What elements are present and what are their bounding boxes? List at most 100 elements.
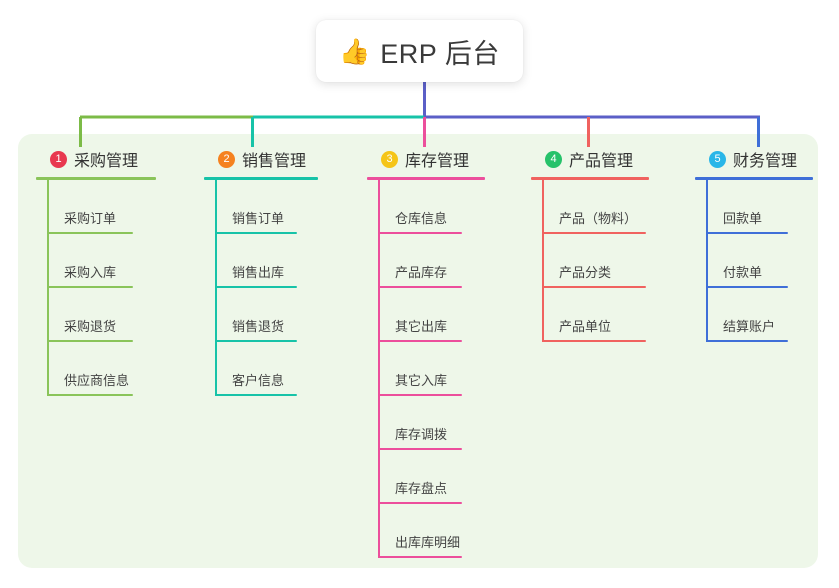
branch-header-rule-5 <box>695 177 813 180</box>
branch-title-2: 销售管理 <box>242 153 307 170</box>
leaf-item-rule <box>542 232 646 234</box>
branch-badge-5: 5 <box>709 150 726 168</box>
leaf-item-label: 出库库明细 <box>395 535 461 550</box>
leaf-item-rule <box>378 394 462 396</box>
leaf-item[interactable]: 客户信息 <box>204 342 318 396</box>
leaf-item-label: 销售退货 <box>232 319 285 334</box>
leaf-item-rule <box>215 232 297 234</box>
branch-children-5: 回款单付款单结算账户 <box>695 180 813 342</box>
leaf-item[interactable]: 其它出库 <box>367 288 485 342</box>
branch-column-4[interactable]: 4 产品管理产品（物料） 产品分类产品单位 <box>531 146 649 342</box>
leaf-item-rule <box>542 286 646 288</box>
leaf-item[interactable]: 销售订单 <box>204 180 318 234</box>
leaf-item-label: 其它入库 <box>395 373 448 388</box>
leaf-item-label: 销售出库 <box>232 265 285 280</box>
leaf-item[interactable]: 产品单位 <box>531 288 649 342</box>
leaf-item-rule <box>706 340 788 342</box>
leaf-item-label: 采购退货 <box>64 319 117 334</box>
leaf-item-label: 客户信息 <box>232 373 285 388</box>
leaf-item[interactable]: 采购入库 <box>36 234 156 288</box>
branch-spine-5 <box>706 180 708 342</box>
leaf-item[interactable]: 仓库信息 <box>367 180 485 234</box>
leaf-item-rule <box>47 394 133 396</box>
leaf-item-rule <box>378 340 462 342</box>
branch-column-5[interactable]: 5 财务管理回款单付款单结算账户 <box>695 146 813 342</box>
branch-header-5[interactable]: 5 财务管理 <box>695 146 813 172</box>
branch-children-4: 产品（物料） 产品分类产品单位 <box>531 180 649 342</box>
leaf-item-rule <box>378 502 462 504</box>
branch-header-rule-3 <box>367 177 485 180</box>
branch-children-1: 采购订单采购入库采购退货供应商信息 <box>36 180 156 396</box>
leaf-item[interactable]: 库存盘点 <box>367 450 485 504</box>
leaf-item[interactable]: 出库库明细 <box>367 504 485 558</box>
branch-title-4: 产品管理 <box>569 153 634 170</box>
branch-title-1: 采购管理 <box>74 153 139 170</box>
leaf-item-label: 采购入库 <box>64 265 117 280</box>
leaf-item[interactable]: 销售出库 <box>204 234 318 288</box>
branch-badge-1: 1 <box>50 150 67 168</box>
leaf-item-label: 供应商信息 <box>64 373 130 388</box>
leaf-item-label: 库存调拨 <box>395 427 448 442</box>
leaf-item-label: 产品库存 <box>395 265 448 280</box>
branch-spine-4 <box>542 180 544 342</box>
branch-title-5: 财务管理 <box>733 153 798 170</box>
branch-column-3[interactable]: 3 库存管理仓库信息产品库存其它出库其它入库库存调拨库存盘点出库库明细 <box>367 146 485 558</box>
root-node-title: ERP 后台 <box>380 38 500 69</box>
leaf-item[interactable]: 供应商信息 <box>36 342 156 396</box>
leaf-item-label: 采购订单 <box>64 211 117 226</box>
branch-header-4[interactable]: 4 产品管理 <box>531 146 649 172</box>
leaf-item-label: 仓库信息 <box>395 211 448 226</box>
branch-header-3[interactable]: 3 库存管理 <box>367 146 485 172</box>
branch-column-2[interactable]: 2 销售管理销售订单销售出库销售退货客户信息 <box>204 146 318 396</box>
branch-title-3: 库存管理 <box>405 153 470 170</box>
leaf-item-rule <box>47 232 133 234</box>
leaf-item[interactable]: 结算账户 <box>695 288 813 342</box>
leaf-item-label: 结算账户 <box>723 319 776 334</box>
branch-header-2[interactable]: 2 销售管理 <box>204 146 318 172</box>
root-node-content: 👍 ERP 后台 <box>339 32 500 71</box>
leaf-item[interactable]: 产品分类 <box>531 234 649 288</box>
branch-column-1[interactable]: 1 采购管理采购订单采购入库采购退货供应商信息 <box>36 146 156 396</box>
branch-header-rule-4 <box>531 177 649 180</box>
leaf-item-rule <box>378 556 462 558</box>
leaf-item[interactable]: 产品（物料） <box>531 180 649 234</box>
branch-badge-2: 2 <box>218 150 235 168</box>
branch-badge-4: 4 <box>545 150 562 168</box>
leaf-item[interactable]: 回款单 <box>695 180 813 234</box>
branch-spine-1 <box>47 180 49 396</box>
leaf-item[interactable]: 采购订单 <box>36 180 156 234</box>
leaf-item[interactable]: 产品库存 <box>367 234 485 288</box>
branch-badge-3: 3 <box>381 150 398 168</box>
branch-spine-2 <box>215 180 217 396</box>
leaf-item-rule <box>706 286 788 288</box>
leaf-item-rule <box>542 340 646 342</box>
leaf-item-rule <box>47 286 133 288</box>
leaf-item-rule <box>378 448 462 450</box>
branch-spine-3 <box>378 180 380 558</box>
leaf-item[interactable]: 付款单 <box>695 234 813 288</box>
thumbs-up-icon: 👍 <box>339 36 371 66</box>
leaf-item[interactable]: 其它入库 <box>367 342 485 396</box>
diagram-panel <box>18 134 818 568</box>
leaf-item[interactable]: 销售退货 <box>204 288 318 342</box>
leaf-item-rule <box>706 232 788 234</box>
leaf-item-rule <box>215 394 297 396</box>
branch-header-1[interactable]: 1 采购管理 <box>36 146 156 172</box>
branch-header-rule-2 <box>204 177 318 180</box>
leaf-item-label: 产品（物料） <box>559 211 638 226</box>
leaf-item-label: 回款单 <box>723 211 763 226</box>
leaf-item-rule <box>215 286 297 288</box>
leaf-item-label: 产品单位 <box>559 319 612 334</box>
leaf-item-rule <box>47 340 133 342</box>
leaf-item-label: 付款单 <box>723 265 763 280</box>
leaf-item-label: 库存盘点 <box>395 481 448 496</box>
root-node[interactable]: 👍 ERP 后台 <box>316 20 523 82</box>
branch-children-2: 销售订单销售出库销售退货客户信息 <box>204 180 318 396</box>
leaf-item-label: 销售订单 <box>232 211 285 226</box>
leaf-item-rule <box>215 340 297 342</box>
branch-header-rule-1 <box>36 177 156 180</box>
leaf-item-rule <box>378 232 462 234</box>
leaf-item[interactable]: 库存调拨 <box>367 396 485 450</box>
leaf-item-label: 产品分类 <box>559 265 612 280</box>
leaf-item[interactable]: 采购退货 <box>36 288 156 342</box>
